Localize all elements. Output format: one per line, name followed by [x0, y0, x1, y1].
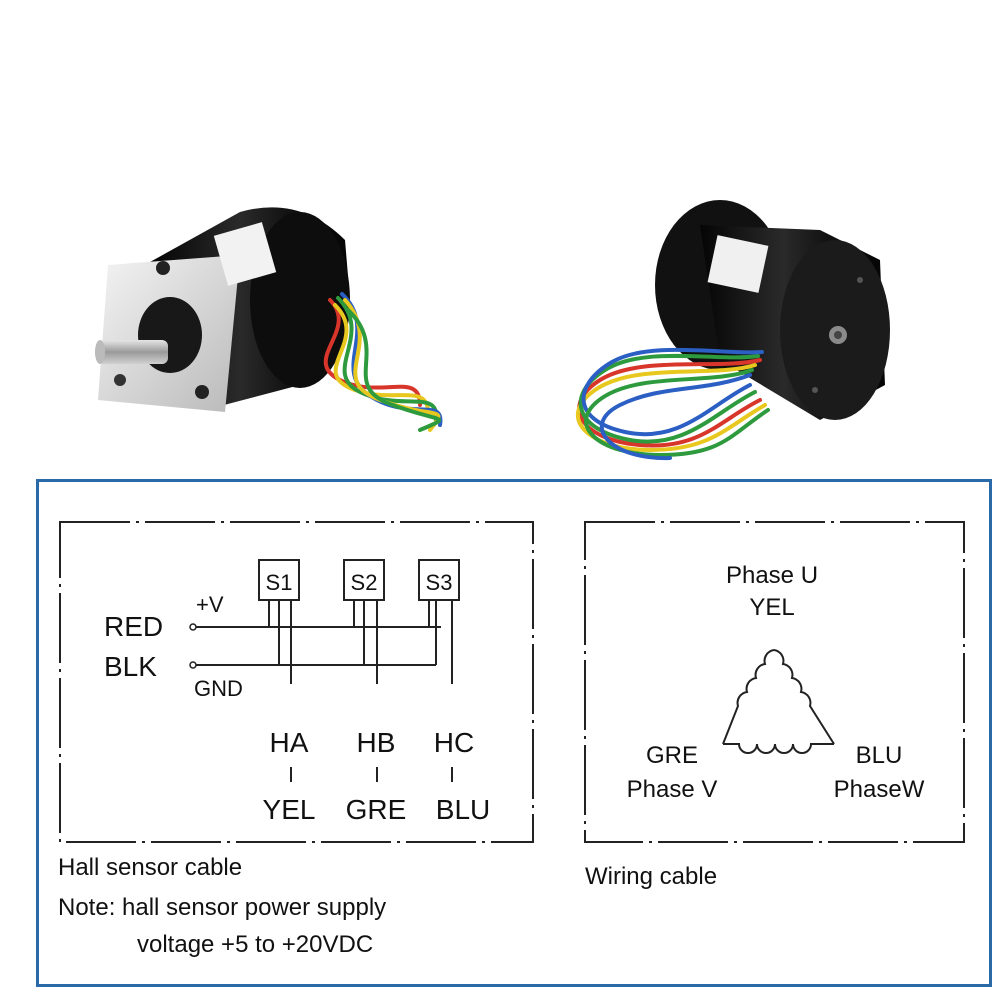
motor-left-image — [95, 207, 443, 432]
note-line-2: voltage +5 to +20VDC — [137, 931, 373, 958]
output-color-blu: BLU — [436, 794, 490, 825]
output-label-ha: HA — [270, 727, 309, 758]
sensor-label-s2: S2 — [351, 570, 378, 595]
phase-v-color: GRE — [646, 742, 698, 769]
phase-w-color: BLU — [856, 742, 903, 769]
sensor-box-s3 — [418, 559, 460, 601]
gnd-label: GND — [194, 676, 243, 701]
phase-u-color: YEL — [749, 594, 794, 621]
blk-wire-label: BLK — [104, 651, 157, 682]
hall-sensor-caption: Hall sensor cable — [58, 854, 242, 881]
red-wire-label: RED — [104, 611, 163, 642]
wiring-cable-caption: Wiring cable — [585, 863, 717, 890]
phase-u-label: Phase U — [726, 562, 818, 589]
output-color-gre: GRE — [346, 794, 407, 825]
hall-sensor-box — [59, 521, 534, 843]
wiring-diagram-panel: S1 S2 S3 +V RED BLK GND HA HB HC YEL GRE… — [36, 479, 992, 987]
sensor-label-s1: S1 — [266, 570, 293, 595]
phase-v-label: Phase V — [627, 776, 718, 803]
motor-photos — [95, 200, 890, 461]
output-label-hb: HB — [357, 727, 396, 758]
output-color-yel: YEL — [263, 794, 316, 825]
note-line-1: Note: hall sensor power supply — [58, 894, 386, 921]
supply-positive-label: +V — [196, 592, 224, 617]
phase-w-label: PhaseW — [834, 776, 925, 803]
motor-right-image — [575, 200, 890, 461]
hall-circuit-lines — [194, 559, 460, 782]
wiring-box — [584, 521, 965, 843]
output-label-hc: HC — [434, 727, 474, 758]
delta-winding-symbol — [722, 649, 835, 754]
wiring-diagram: S1 S2 S3 +V RED BLK GND HA HB HC YEL GRE… — [58, 521, 965, 958]
sensor-label-s3: S3 — [426, 570, 453, 595]
